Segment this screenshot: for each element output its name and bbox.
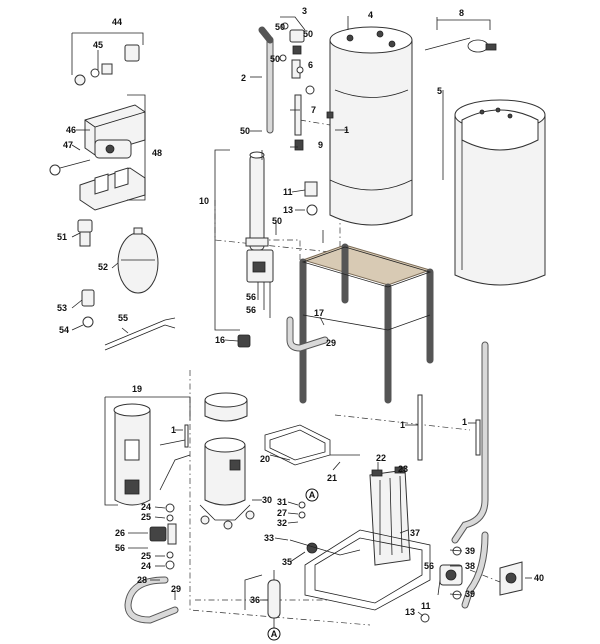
label-50-b: 50 — [303, 29, 313, 39]
label-16: 16 — [215, 335, 225, 345]
return-pipe — [451, 341, 489, 609]
label-2: 2 — [241, 73, 246, 83]
tank-frame-stand — [299, 243, 434, 404]
label-1-c: 1 — [400, 420, 405, 430]
label-13-b: 13 — [405, 607, 415, 617]
label-20: 20 — [260, 454, 270, 464]
label-6: 6 — [308, 60, 313, 70]
label-11-b: 11 — [421, 601, 431, 611]
connector-marker-a-lower: A — [267, 627, 281, 641]
label-50-d: 50 — [240, 126, 250, 136]
label-30: 30 — [262, 495, 272, 505]
label-29-a: 29 — [326, 338, 336, 348]
label-4: 4 — [368, 10, 373, 20]
label-45: 45 — [93, 40, 103, 50]
label-29-b: 29 — [171, 584, 181, 594]
label-56-d: 56 — [424, 561, 434, 571]
base-plate — [304, 529, 431, 611]
evaporator-loop — [264, 424, 360, 466]
label-44: 44 — [112, 17, 122, 27]
label-11-a: 11 — [283, 187, 293, 197]
label-48: 48 — [152, 148, 162, 158]
label-38: 38 — [465, 561, 475, 571]
label-19: 19 — [132, 384, 142, 394]
expansion-vessel — [117, 227, 159, 294]
label-50-a: 50 — [275, 22, 285, 32]
label-1-d: 1 — [462, 417, 467, 427]
label-21: 21 — [327, 473, 337, 483]
part-number-labels: 44 45 3 4 8 50 50 50 2 6 5 7 46 50 1 47 … — [57, 6, 544, 617]
label-8: 8 — [459, 8, 464, 18]
compressor-housing — [113, 392, 248, 506]
label-10: 10 — [199, 196, 209, 206]
label-22: 22 — [376, 453, 386, 463]
label-3: 3 — [302, 6, 307, 16]
svg-text:A: A — [309, 490, 316, 500]
label-55: 55 — [118, 313, 128, 323]
label-56-a: 56 — [246, 292, 256, 302]
svg-text:A: A — [271, 629, 278, 639]
flexible-hose — [124, 576, 179, 624]
label-1-a: 1 — [344, 125, 349, 135]
label-13-a: 13 — [283, 205, 293, 215]
label-56-b: 56 — [246, 305, 256, 315]
label-46: 46 — [66, 125, 76, 135]
label-47: 47 — [63, 140, 73, 150]
label-24-b: 24 — [141, 561, 151, 571]
label-36: 36 — [250, 595, 260, 605]
crimping-tool — [104, 317, 176, 351]
label-5: 5 — [437, 86, 442, 96]
label-1-b: 1 — [171, 425, 176, 435]
compressor — [199, 437, 255, 530]
label-25-b: 25 — [141, 551, 151, 561]
label-35: 35 — [282, 557, 292, 567]
label-51: 51 — [57, 232, 67, 242]
label-26: 26 — [115, 528, 125, 538]
sensor-cable — [424, 37, 497, 53]
storage-tank — [329, 26, 413, 226]
small-fittings — [165, 394, 481, 623]
label-52: 52 — [98, 262, 108, 272]
solenoid-valve — [149, 523, 177, 545]
pump-motor-head — [499, 561, 523, 596]
circulation-pump — [439, 564, 463, 586]
fitting-kit — [74, 44, 140, 86]
label-40: 40 — [534, 573, 544, 583]
connection-pipe — [286, 316, 329, 352]
drain-valve — [81, 289, 95, 328]
label-28: 28 — [137, 575, 147, 585]
label-17: 17 — [314, 308, 324, 318]
mixing-valve-block — [49, 104, 146, 211]
label-32: 32 — [277, 518, 287, 528]
label-37: 37 — [410, 528, 420, 538]
label-53: 53 — [57, 303, 67, 313]
label-23: 23 — [398, 464, 408, 474]
heating-element-assembly — [245, 151, 274, 318]
pressure-relief-valve — [77, 219, 93, 247]
label-25-a: 25 — [141, 512, 151, 522]
label-39-a: 39 — [465, 546, 475, 556]
label-33: 33 — [264, 533, 274, 543]
thermostat-sensor — [237, 334, 251, 348]
label-24-a: 24 — [141, 502, 151, 512]
sensor-and-fittings — [294, 85, 334, 216]
insulation-jacket — [454, 99, 546, 286]
connector-marker-a-upper: A — [305, 488, 319, 502]
label-50-e: 50 — [272, 216, 282, 226]
label-9: 9 — [318, 140, 323, 150]
drain-pipe — [258, 26, 274, 134]
label-7: 7 — [311, 105, 316, 115]
filter-drier — [244, 570, 281, 630]
heat-exchanger — [369, 466, 411, 566]
label-31: 31 — [277, 497, 287, 507]
label-27: 27 — [277, 508, 287, 518]
leader-lines — [71, 16, 532, 617]
label-50-c: 50 — [270, 54, 280, 64]
label-56-c: 56 — [115, 543, 125, 553]
label-39-b: 39 — [465, 589, 475, 599]
safety-valve-assembly — [279, 22, 305, 79]
label-54: 54 — [59, 325, 69, 335]
